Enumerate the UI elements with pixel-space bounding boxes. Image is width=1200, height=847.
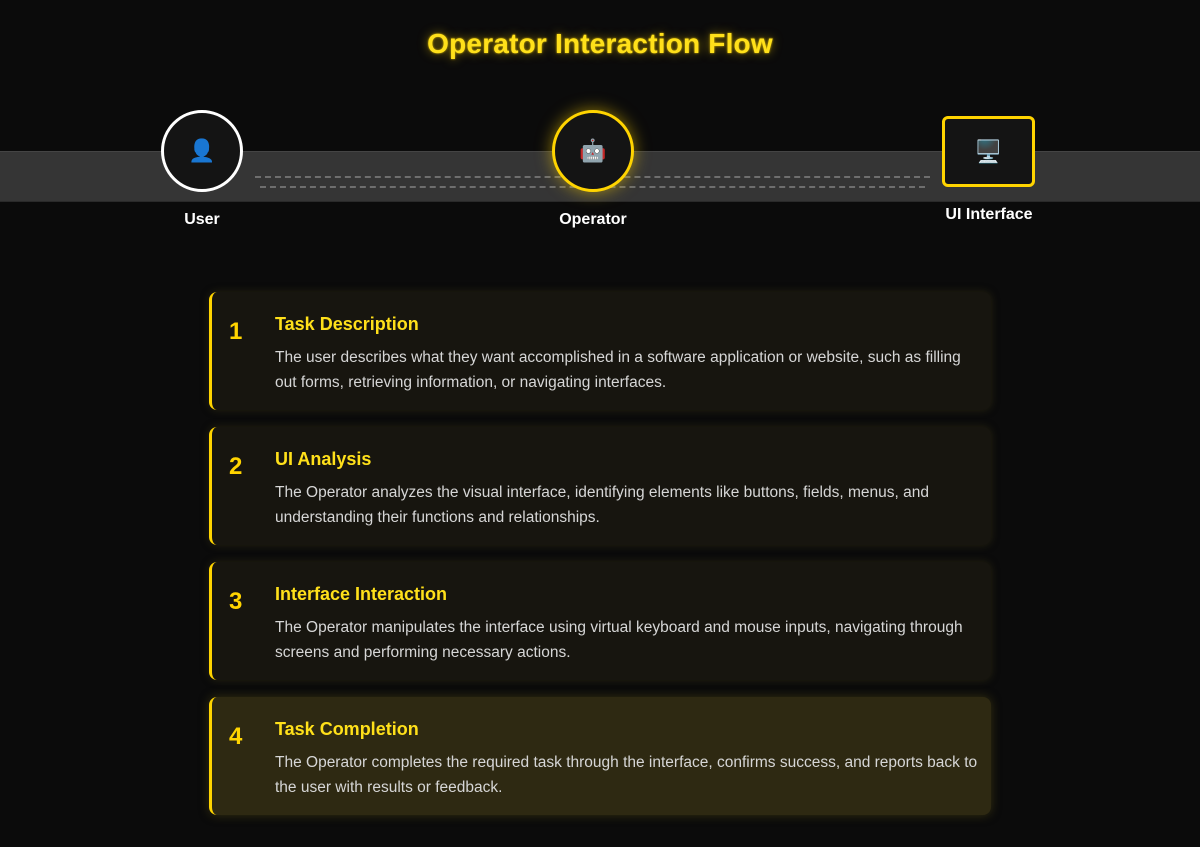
step-description: The Operator completes the required task…: [275, 754, 978, 796]
page-title: Operator Interaction Flow: [427, 28, 773, 59]
step-title: Task Completion: [275, 719, 419, 739]
step-card-interface-interaction[interactable]: 3 Interface Interaction The Operator man…: [209, 562, 991, 680]
node-user[interactable]: 👤: [161, 110, 243, 192]
step-title: Interface Interaction: [275, 584, 448, 604]
step-card-task-description[interactable]: 1 Task Description The user describes wh…: [209, 292, 991, 410]
step-number: 3: [229, 588, 243, 615]
step-card-ui-analysis[interactable]: 2 UI Analysis The Operator analyzes the …: [209, 427, 991, 545]
steps-list: 1 Task Description The user describes wh…: [209, 292, 991, 832]
step-description: The Operator manipulates the interface u…: [275, 619, 963, 661]
node-user-label: User: [184, 211, 220, 228]
step-card-task-completion[interactable]: 4 Task Completion The Operator completes…: [209, 697, 991, 815]
node-ui-interface[interactable]: 🖥️: [942, 116, 1035, 187]
node-operator[interactable]: 🤖: [552, 110, 634, 192]
step-description: The Operator analyzes the visual interfa…: [275, 484, 929, 526]
step-number: 4: [229, 723, 243, 750]
monitor-icon: 🖥️: [974, 138, 1003, 164]
node-operator-label: Operator: [559, 211, 627, 228]
step-number: 1: [229, 318, 243, 345]
node-ui-interface-label: UI Interface: [945, 206, 1033, 223]
step-title: Task Description: [275, 314, 419, 334]
step-description: The user describes what they want accomp…: [275, 349, 961, 391]
user-icon: 👤: [188, 138, 216, 163]
robot-icon: 🤖: [579, 138, 607, 163]
step-title: UI Analysis: [275, 449, 372, 469]
step-number: 2: [229, 453, 243, 480]
